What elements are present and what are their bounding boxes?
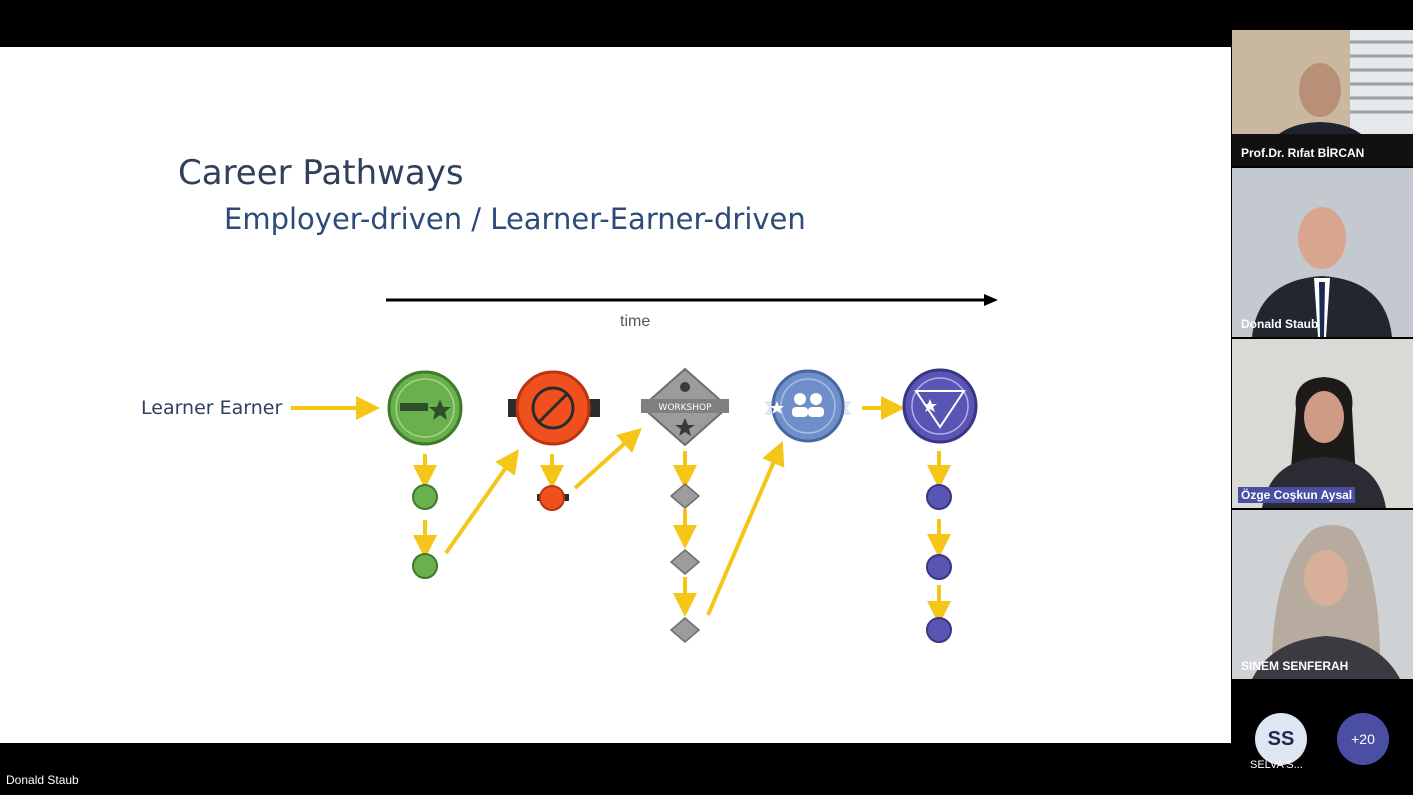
participant-video-1 <box>1232 30 1413 166</box>
green-mini-badge-1 <box>412 484 438 510</box>
pathway-diagram: WORKSHOP <box>291 367 978 643</box>
participant-tile-4[interactable]: SINEM SENFERAH <box>1232 510 1413 679</box>
slide-title: Career Pathways <box>178 153 464 193</box>
participant-video-4 <box>1232 510 1413 679</box>
green-badge <box>387 370 463 446</box>
time-label: time <box>620 313 651 330</box>
participant-tile-3[interactable]: Özge Coşkun Aysal <box>1232 339 1413 508</box>
participant-avatar[interactable]: SS <box>1255 713 1307 765</box>
presenter-bar: Donald Staub <box>0 743 1231 795</box>
gray-mini-badge-3 <box>669 617 701 643</box>
purple-badge <box>902 368 978 444</box>
participant-name: Donald Staub <box>1241 317 1319 331</box>
participant-tile-1[interactable]: Prof.Dr. Rıfat BİRCAN <box>1232 30 1413 166</box>
participant-tile-2[interactable]: Donald Staub <box>1232 168 1413 337</box>
green-mini-badge-2 <box>412 553 438 579</box>
time-arrow <box>386 294 998 306</box>
participant-name: Prof.Dr. Rıfat BİRCAN <box>1241 146 1365 160</box>
participant-name: Özge Coşkun Aysal <box>1238 487 1356 503</box>
gray-mini-badge-1 <box>669 483 701 509</box>
learner-earner-label: Learner Earner <box>141 397 283 419</box>
svg-text:WORKSHOP: WORKSHOP <box>658 403 712 413</box>
orange-mini-badge <box>537 485 569 511</box>
blue-badge <box>764 369 852 443</box>
slide-subtitle: Employer-driven / Learner-Earner-driven <box>224 202 806 236</box>
purple-mini-badge-2 <box>926 554 952 580</box>
purple-mini-badge-1 <box>926 484 952 510</box>
participant-name: SINEM SENFERAH <box>1241 659 1349 673</box>
participant-video-2 <box>1232 168 1413 337</box>
shared-slide: Career Pathways Employer-driven / Learne… <box>0 47 1231 743</box>
more-participants-button[interactable]: +20 <box>1337 713 1389 765</box>
purple-mini-badge-3 <box>926 617 952 643</box>
gray-mini-badge-2 <box>669 549 701 575</box>
orange-badge <box>508 370 600 446</box>
presenter-name: Donald Staub <box>6 773 79 787</box>
participant-video-3 <box>1232 339 1413 508</box>
participant-avatar-name: SELVA S... <box>1250 759 1303 771</box>
workshop-badge: WORKSHOP <box>640 367 730 447</box>
